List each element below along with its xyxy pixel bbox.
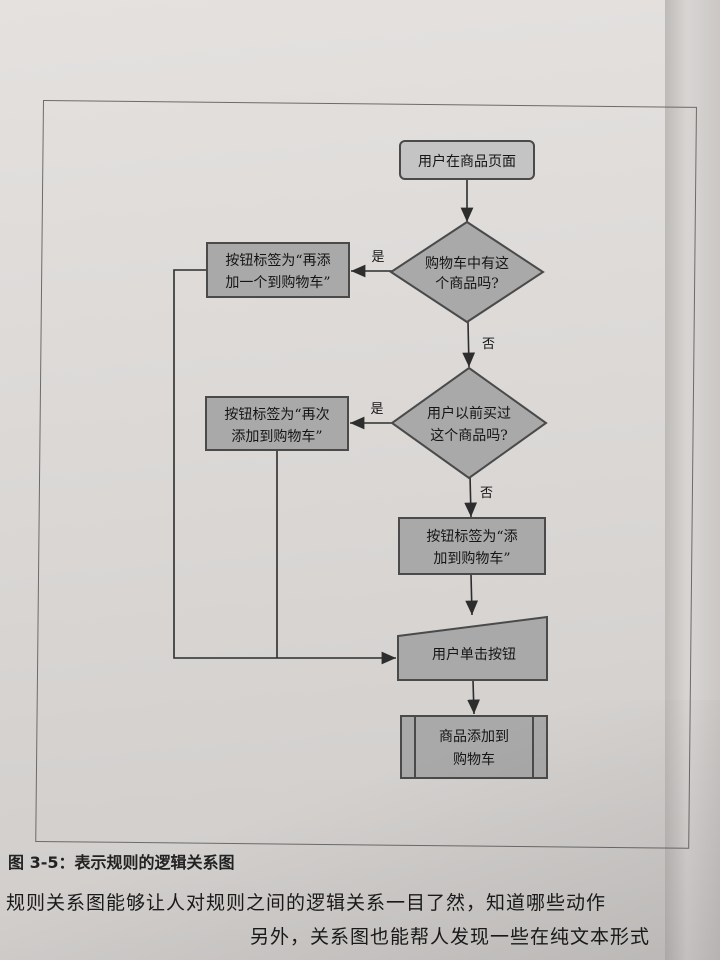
node-btn-add-one-more-line1: 按钮标签为“再添 bbox=[225, 252, 330, 269]
decision-bought-before: 用户以前买过 这个商品吗? bbox=[390, 366, 548, 480]
edge-q2-no bbox=[464, 474, 478, 518]
node-start-text: 用户在商品页面 bbox=[418, 153, 516, 170]
next-page-edge bbox=[665, 0, 720, 960]
edge-btn1-to-click bbox=[173, 269, 396, 665]
node-user-click-text: 用户单击按钮 bbox=[432, 646, 516, 663]
decision-in-cart-line2: 个商品吗? bbox=[435, 276, 499, 292]
edge-btn-to-click bbox=[465, 573, 479, 616]
body-text-line1: 规则关系图能够让人对规则之间的逻辑关系一目了然，知道哪些动作 bbox=[6, 892, 607, 914]
edge-label-no-2: 否 bbox=[480, 486, 493, 501]
decision-in-cart: 购物车中有这 个商品吗? bbox=[389, 220, 545, 324]
node-btn-add-line1: 按钮标签为“添 bbox=[426, 528, 517, 545]
edge-label-yes-2: 是 bbox=[370, 402, 383, 417]
connectors bbox=[173, 180, 480, 715]
edge-label-yes-1: 是 bbox=[371, 250, 384, 265]
decision-in-cart-line1: 购物车中有这 bbox=[425, 255, 509, 272]
body-text-line2: 另外，关系图也能帮人发现一些在纯文本形式 bbox=[250, 926, 651, 948]
node-btn-add-again-line2: 添加到购物车” bbox=[231, 428, 322, 445]
decision-bought-before-line1: 用户以前买过 bbox=[427, 405, 511, 422]
node-btn-add-again: 按钮标签为“再次 添加到购物车” bbox=[205, 396, 349, 451]
node-btn-add-line2: 加到购物车” bbox=[433, 550, 510, 567]
node-start: 用户在商品页面 bbox=[399, 140, 535, 180]
edge-click-to-add bbox=[467, 679, 480, 715]
node-btn-add-again-line1: 按钮标签为“再次 bbox=[224, 406, 329, 423]
node-add-to-cart-line2: 购物车 bbox=[453, 751, 495, 768]
node-add-to-cart-line1: 商品添加到 bbox=[439, 729, 509, 745]
decision-bought-before-line2: 这个商品吗? bbox=[430, 427, 508, 444]
node-btn-add-one-more-line2: 加一个到购物车” bbox=[225, 274, 330, 291]
node-btn-add-one-more: 按钮标签为“再添 加一个到购物车” bbox=[206, 242, 350, 298]
node-add-to-cart: 商品添加到 购物车 bbox=[400, 715, 548, 779]
edge-q1-no bbox=[462, 321, 476, 368]
figure-caption: 图 3-5：表示规则的逻辑关系图 bbox=[8, 853, 235, 872]
node-btn-add: 按钮标签为“添 加到购物车” bbox=[398, 517, 546, 575]
edge-label-no-1: 否 bbox=[482, 337, 495, 352]
node-user-click: 用户单击按钮 bbox=[397, 615, 548, 681]
